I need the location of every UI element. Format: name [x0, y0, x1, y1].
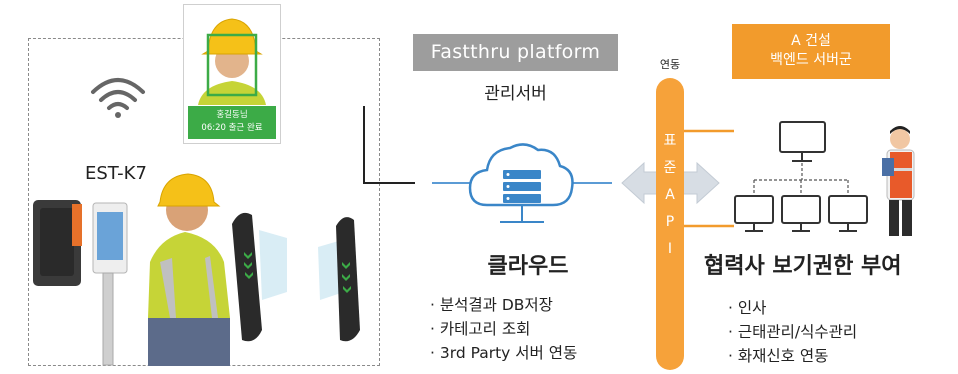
partner-permission-title: 협력사 보기권한 부여	[704, 254, 902, 279]
list-item: · 화재신호 연동	[728, 347, 829, 365]
employee-name: 홍길동님	[216, 110, 248, 120]
server-network-icon	[734, 121, 868, 232]
list-item: · 카테고리 조회	[430, 320, 531, 338]
checkin-caption: 홍길동님 06:20 출근 완료	[188, 106, 276, 139]
list-item: · 분석결과 DB저장	[430, 296, 553, 314]
vendor-backend-label: 백엔드 서버군	[770, 52, 852, 68]
standard-api-label: 표 준 A P I	[663, 133, 677, 257]
device-model-label: EST-K7	[85, 163, 147, 184]
integration-label: 연동	[659, 58, 681, 71]
vendor-name: A 건설	[791, 33, 831, 49]
list-item: · 근태관리/식수관리	[728, 323, 858, 341]
speed-gate-image	[232, 212, 360, 342]
vendor-backend-badge: A 건설 백엔드 서버군	[732, 24, 890, 79]
face-recognition-card: 홍길동님 06:20 출근 완료	[183, 4, 281, 144]
face-detection-box	[206, 33, 258, 97]
network-dotted-links	[753, 163, 849, 195]
cloud-feature-list: · 분석결과 DB저장 · 카테고리 조회 · 3rd Party 서버 연동	[430, 293, 577, 365]
management-server-label: 관리서버	[484, 84, 547, 104]
standard-api-bar: 표 준 A P I	[656, 78, 684, 370]
face-photo	[184, 5, 280, 105]
cloud-icon	[468, 143, 574, 223]
partner-feature-list: · 인사 · 근태관리/식수관리 · 화재신호 연동	[728, 296, 857, 368]
manager-figure-icon	[882, 126, 915, 236]
list-item: · 3rd Party 서버 연동	[430, 344, 578, 362]
cloud-title: 클라우드	[487, 254, 569, 279]
kiosk-device-image	[33, 200, 128, 366]
wifi-icon	[91, 78, 145, 118]
platform-badge: Fastthru platform	[413, 34, 618, 71]
list-item: · 인사	[728, 299, 767, 317]
device-to-cloud-connector	[363, 106, 415, 184]
checkin-status: 06:20 출근 완료	[201, 123, 263, 133]
worker-image	[148, 173, 230, 366]
